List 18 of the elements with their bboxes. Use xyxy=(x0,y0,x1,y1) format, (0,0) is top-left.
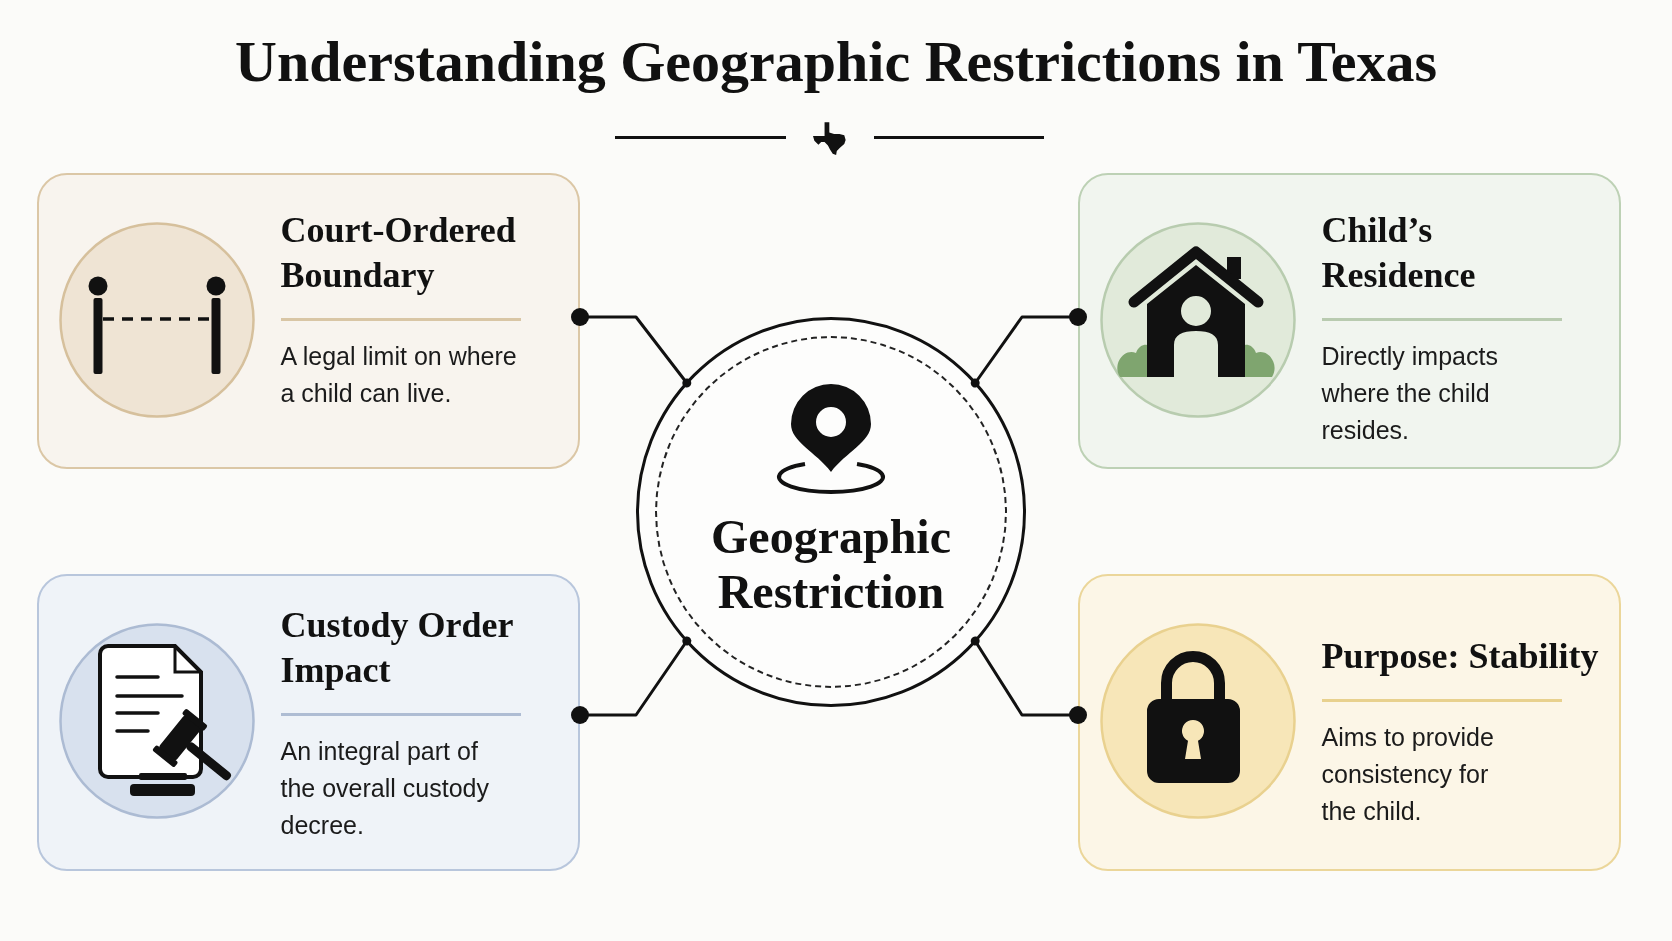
info-card xyxy=(37,173,580,469)
title: Understanding Geographic Restrictions in Texas xyxy=(235,29,1437,95)
connector xyxy=(970,636,1087,724)
card-heading: Custody Order Impact xyxy=(280,604,514,692)
card-description: Directly impacts where the child resides. xyxy=(1321,340,1499,446)
connector xyxy=(970,308,1087,388)
card-description: A legal limit on where a child can live. xyxy=(280,340,518,409)
connector xyxy=(571,308,692,388)
info-card xyxy=(37,574,580,871)
connector xyxy=(571,636,692,724)
card-heading: Child’s Residence xyxy=(1321,209,1477,297)
info-card xyxy=(1078,574,1621,871)
card-heading: Court-Ordered Boundary xyxy=(280,209,517,297)
hub-label: Geographic Restriction xyxy=(710,509,952,619)
card-description: An integral part of the overall custody decree. xyxy=(280,735,490,841)
card-heading: Purpose: Stability xyxy=(1321,635,1600,678)
card-description: Aims to provide consistency for the child. xyxy=(1321,721,1495,827)
info-card xyxy=(1078,173,1621,469)
